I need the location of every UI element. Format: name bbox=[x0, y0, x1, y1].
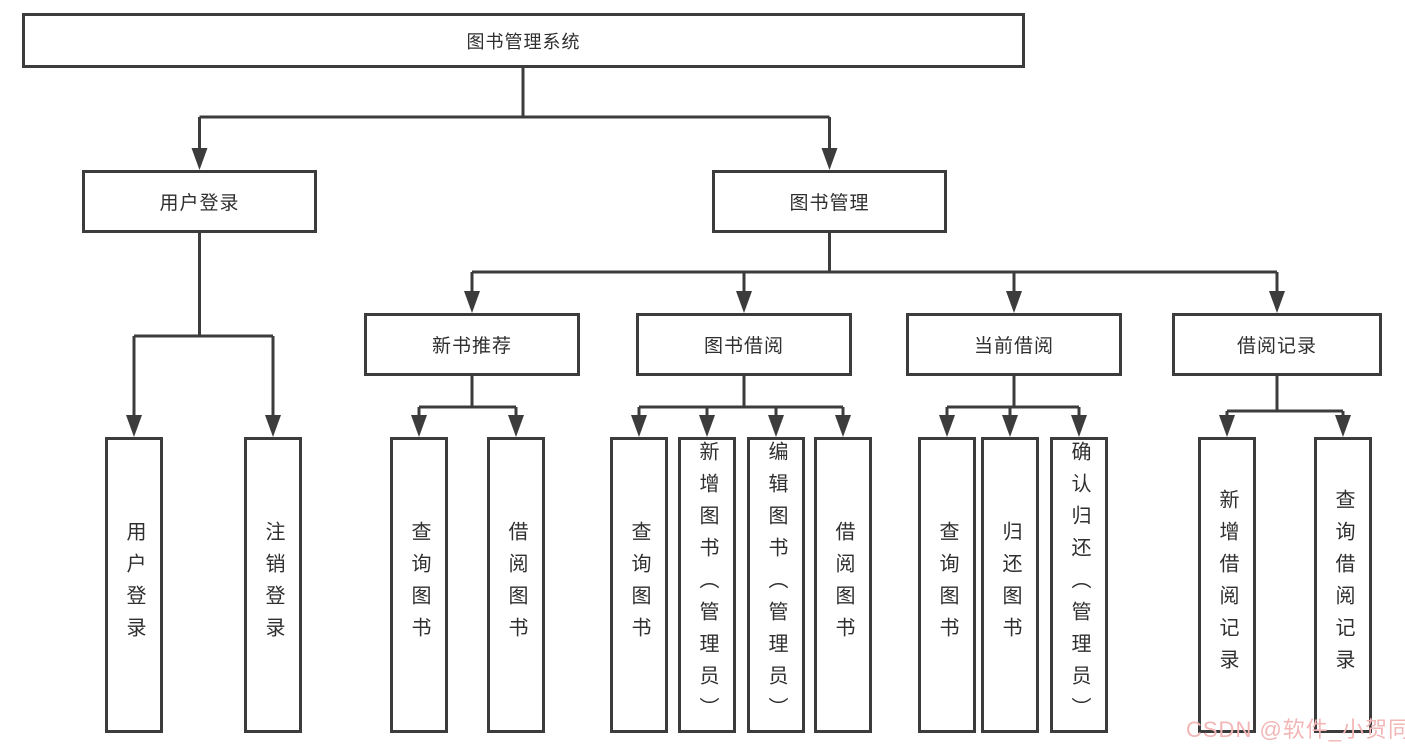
node-label: 图书管理系统 bbox=[466, 31, 581, 52]
node-edit-books-admin: 编辑图书（管理员） bbox=[747, 437, 805, 733]
node-label: 新增图书（管理员） bbox=[696, 441, 718, 729]
node-label: 编辑图书（管理员） bbox=[765, 441, 787, 729]
node-label: 图书借阅 bbox=[703, 336, 784, 357]
node-label: 新书推荐 bbox=[431, 336, 512, 357]
csdn-watermark: CSDN @软件_小贺同学 bbox=[1186, 717, 1405, 742]
node-label: 注销登录 bbox=[262, 521, 284, 649]
node-borrow-books: 借阅图书 bbox=[814, 437, 872, 733]
node-query-books-borrow: 查询图书 bbox=[610, 437, 668, 733]
node-borrowing-records: 借阅记录 bbox=[1172, 313, 1382, 376]
node-label: 查询图书 bbox=[628, 521, 650, 649]
node-label: 借阅图书 bbox=[505, 521, 527, 649]
node-return-books: 归还图书 bbox=[981, 437, 1039, 733]
node-label: 查询借阅记录 bbox=[1332, 489, 1354, 681]
node-query-borrow-record: 查询借阅记录 bbox=[1314, 437, 1372, 733]
node-label: 借阅记录 bbox=[1236, 336, 1317, 357]
node-book-borrowing: 图书借阅 bbox=[636, 313, 852, 376]
node-label: 确认归还（管理员） bbox=[1068, 441, 1090, 729]
node-library-management-system: 图书管理系统 bbox=[22, 13, 1025, 68]
node-label: 查询图书 bbox=[936, 521, 958, 649]
node-label: 归还图书 bbox=[999, 521, 1021, 649]
arrowheads bbox=[126, 148, 1351, 437]
node-label: 查询图书 bbox=[408, 521, 430, 649]
node-label: 新增借阅记录 bbox=[1216, 489, 1238, 681]
node-user-login: 用户登录 bbox=[105, 437, 163, 733]
node-new-book-recommend: 新书推荐 bbox=[364, 313, 580, 376]
node-book-management-module: 图书管理 bbox=[712, 170, 947, 233]
node-user-login-module: 用户登录 bbox=[82, 170, 317, 233]
node-borrow-books-recommend: 借阅图书 bbox=[487, 437, 545, 733]
node-confirm-return-admin: 确认归还（管理员） bbox=[1050, 437, 1108, 733]
node-current-borrowing: 当前借阅 bbox=[906, 313, 1122, 376]
node-add-borrow-record: 新增借阅记录 bbox=[1198, 437, 1256, 733]
node-label: 用户登录 bbox=[123, 521, 145, 649]
node-label: 用户登录 bbox=[159, 193, 240, 214]
node-query-books-current: 查询图书 bbox=[918, 437, 976, 733]
node-label: 当前借阅 bbox=[973, 336, 1054, 357]
node-add-books-admin: 新增图书（管理员） bbox=[678, 437, 736, 733]
connector-elbow-lines bbox=[132, 68, 1345, 417]
node-query-books-recommend: 查询图书 bbox=[390, 437, 448, 733]
node-logout: 注销登录 bbox=[244, 437, 302, 733]
node-label: 图书管理 bbox=[789, 193, 870, 214]
node-label: 借阅图书 bbox=[832, 521, 854, 649]
